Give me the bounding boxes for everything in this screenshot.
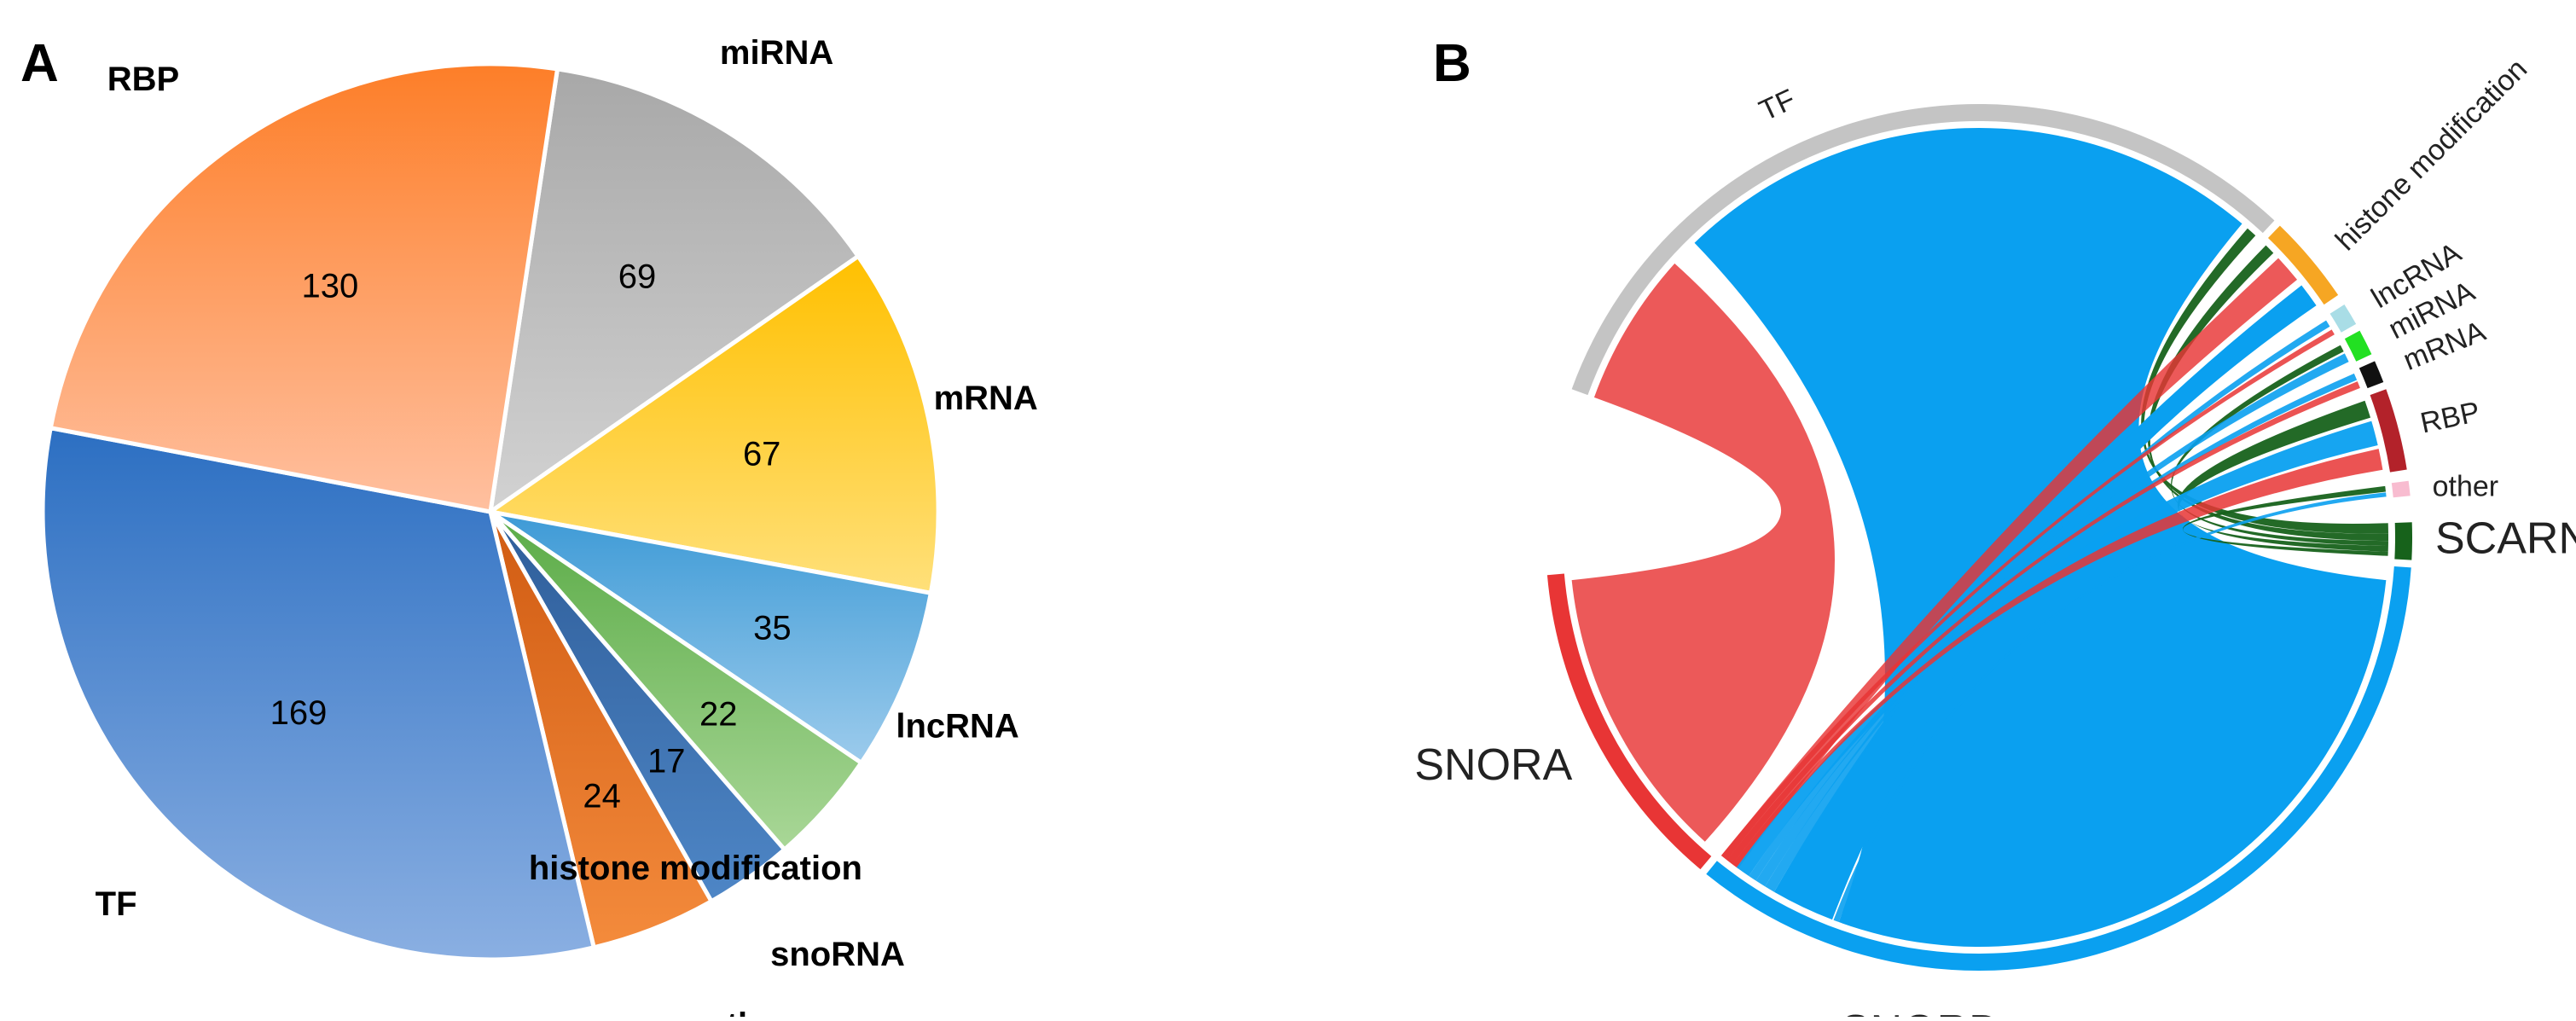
- chord-arc-mirna: [2344, 330, 2372, 362]
- pie-value-snorna: 17: [647, 742, 686, 780]
- pie-category-snorna: snoRNA: [770, 936, 905, 973]
- ribbon-rbp-scarna: [2177, 400, 2388, 552]
- chord-label-histone-modification: histone modification: [2329, 53, 2533, 257]
- pie-chart: A 69 miRNA 67 mRNA 35 lncRNA 22 histone modific…: [20, 34, 1038, 1021]
- chord-arc-snord: [1706, 566, 2411, 972]
- chord-label-snord: SNORD: [1841, 1006, 2001, 1017]
- chord-arc-mrna: [2358, 361, 2384, 389]
- chord-arc-histone-modification: [2267, 225, 2339, 305]
- pie-slice-rbp: [48, 61, 560, 514]
- chord-arc-lncrna: [2329, 305, 2357, 333]
- pie-slice-mrna: [484, 252, 941, 596]
- ribbon-tf-snora: [1571, 263, 1835, 842]
- chord-arc-other: [2391, 480, 2411, 498]
- pie-category-mrna: mRNA: [934, 380, 1038, 417]
- chord-arc-tf: [1571, 104, 2275, 396]
- chord-label-scarna: SCARNA: [2435, 514, 2576, 564]
- chord-arc-snora: [1546, 573, 1712, 870]
- ribbon-other-snord: [1833, 492, 2387, 923]
- chord-label-other: other: [2433, 470, 2499, 502]
- pie-category-tf: TF: [96, 885, 137, 923]
- panel-letter-a: A: [20, 34, 59, 93]
- ribbon-histone-scarna: [2147, 245, 2388, 542]
- panel-a: A 69 miRNA 67 mRNA 35 lncRNA 22 histone modific…: [0, 0, 1288, 1021]
- pie-value-mirna: 69: [618, 258, 657, 296]
- ribbon-mirna-scarna: [2171, 345, 2388, 547]
- pie-category-mirna: miRNA: [720, 34, 833, 72]
- pie-category-lncrna: lncRNA: [896, 708, 1018, 745]
- chord-label-rbp: RBP: [2417, 396, 2482, 440]
- chord-arc-scarna: [2394, 522, 2412, 560]
- ribbon-histone-snord: [1774, 285, 2317, 920]
- pie-value-other: 24: [583, 777, 621, 815]
- pie-value-tf: 169: [270, 694, 328, 732]
- panel-letter-b: B: [1433, 34, 1471, 93]
- pie-slice-lncrna: [489, 509, 934, 766]
- ribbon-other-scarna: [2182, 485, 2388, 556]
- pie-category-rbp: RBP: [107, 61, 179, 98]
- chord-label-snora: SNORA: [1414, 740, 1572, 790]
- pie-category-other: other: [705, 1006, 791, 1017]
- pie-value-rbp: 130: [302, 267, 359, 305]
- pie-category-histone-modification: histone modification: [529, 850, 862, 887]
- pie-slice-tf: [40, 425, 597, 962]
- pie-value-mrna: 67: [743, 435, 781, 473]
- pie-value-lncrna: 35: [753, 609, 792, 647]
- pie-slice-mirna: [487, 67, 862, 517]
- pie-value-histone-modification: 22: [699, 696, 738, 734]
- chord-arc-rbp: [2370, 389, 2407, 473]
- chord-label-tf: TF: [1755, 83, 1801, 127]
